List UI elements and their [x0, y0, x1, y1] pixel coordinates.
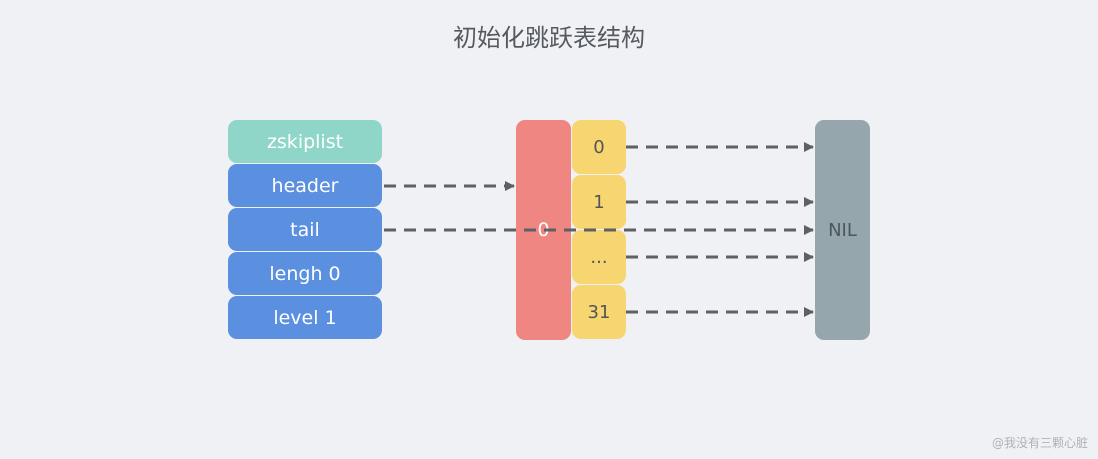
zskiplist-header-field: header [228, 164, 382, 207]
watermark: @我没有三颗心脏 [991, 436, 1088, 450]
level-cell-0: 0 [572, 120, 626, 174]
header-node-score: 0 [537, 219, 550, 241]
level-cell-31: 31 [572, 285, 626, 339]
zskiplist-level-field: level 1 [228, 296, 382, 339]
zskiplist-head: zskiplist [228, 120, 382, 163]
nil-node: NIL [815, 120, 870, 340]
level-cell-ellipsis: ... [572, 230, 626, 284]
diagram-title: 初始化跳跃表结构 [453, 24, 645, 52]
level-cell-1: 1 [572, 175, 626, 229]
zskiplist-length-field: lengh 0 [228, 252, 382, 295]
zskiplist-tail-field: tail [228, 208, 382, 251]
